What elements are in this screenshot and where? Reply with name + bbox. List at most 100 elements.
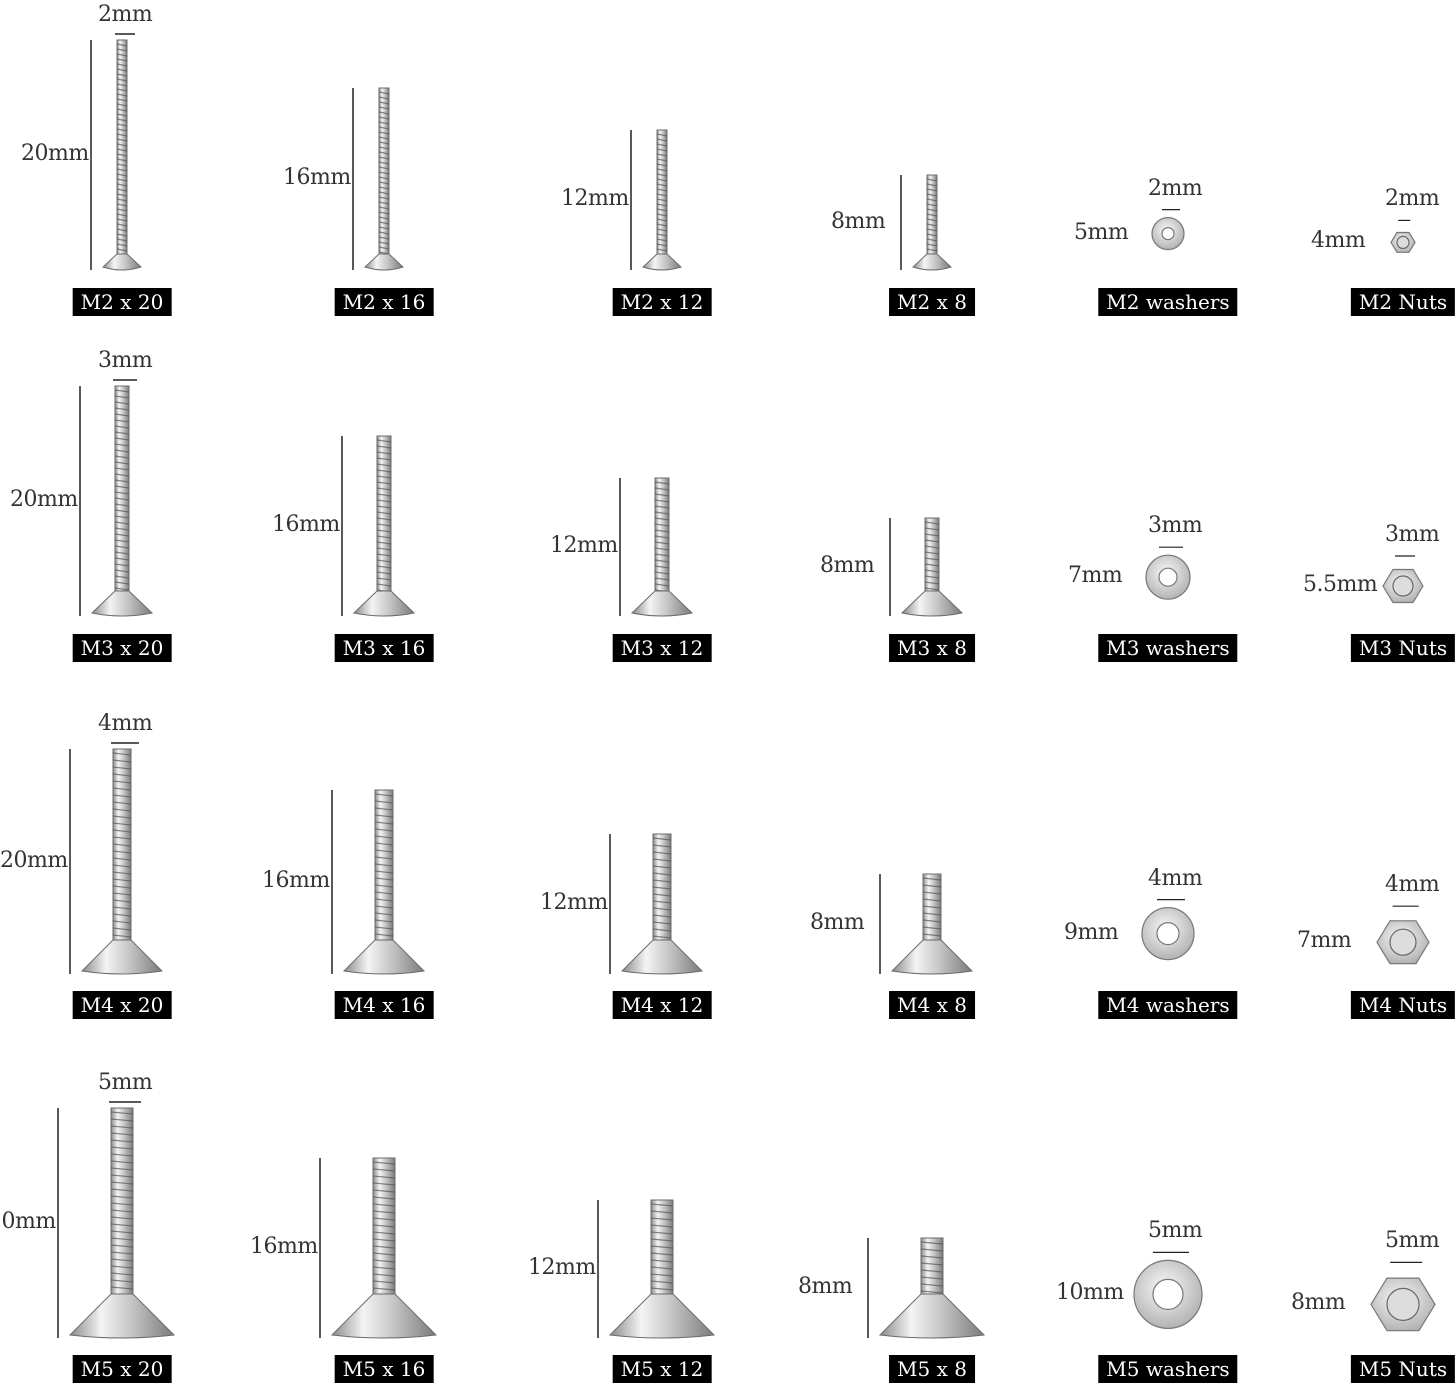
screw-shaft [114, 385, 130, 594]
screw-head [80, 939, 164, 975]
screw-0-2 [630, 129, 682, 271]
nut-thread-hole [1389, 928, 1417, 956]
inner-diameter-dimension: 4mm [1148, 865, 1203, 891]
washer-1-4 [1145, 546, 1191, 600]
nut-thread-hole [1392, 575, 1414, 597]
washer-label: M4 washers [1098, 991, 1238, 1019]
screw-1-3 [889, 517, 964, 617]
screw-2-0 [69, 742, 164, 975]
inner-size-dimension: 3mm [1385, 522, 1440, 547]
width-dimension: 2mm [98, 2, 153, 27]
screw-2-2 [609, 833, 704, 975]
screw-1-2 [619, 477, 694, 617]
screw-head [890, 939, 974, 975]
screw-head [912, 253, 952, 271]
screw-shaft [920, 1237, 944, 1297]
screw-label: M2 x 20 [72, 288, 172, 316]
washer-2-4 [1141, 898, 1195, 961]
outer-size-dimension: 8mm [1291, 1290, 1346, 1316]
screw-label: M5 x 16 [334, 1355, 434, 1383]
length-dimension: 20mm [10, 487, 78, 512]
washer-0-4 [1151, 209, 1185, 251]
screw-label: M4 x 8 [889, 991, 975, 1019]
length-dimension: 16mm [272, 512, 340, 537]
washer-label: M3 washers [1098, 634, 1238, 662]
screw-label: M5 x 20 [72, 1355, 172, 1383]
washer-3-4 [1133, 1251, 1203, 1330]
screw-label: M3 x 8 [889, 634, 975, 662]
inner-diameter-dimension: 2mm [1148, 175, 1203, 201]
inner-size-dimension: 4mm [1385, 872, 1440, 898]
nut-0-5 [1390, 219, 1416, 253]
nut-1-5 [1382, 555, 1424, 604]
screw-label: M3 x 12 [612, 634, 712, 662]
length-dimension: 16mm [262, 868, 330, 893]
nut-thread-hole [1386, 1287, 1420, 1322]
screw-head [900, 590, 964, 617]
screw-label: M2 x 8 [889, 288, 975, 316]
outer-diameter-dimension: 10mm [1056, 1280, 1124, 1306]
screw-label: M5 x 12 [612, 1355, 712, 1383]
screw-head [364, 253, 404, 271]
nut-label: M2 Nuts [1350, 288, 1456, 316]
washer-hole [1156, 921, 1180, 946]
screw-0-1 [352, 87, 404, 271]
length-dimension: 12mm [528, 1255, 596, 1280]
inner-diameter-dimension: 3mm [1148, 513, 1203, 539]
screw-label: M2 x 16 [334, 288, 434, 316]
screw-2-3 [879, 873, 974, 975]
screw-head [330, 1293, 438, 1339]
screw-head [878, 1293, 986, 1339]
length-dimension: 20mm [0, 847, 68, 873]
length-dimension: 20mm [0, 1209, 56, 1234]
screw-2-1 [331, 789, 426, 975]
outer-size-dimension: 5.5mm [1303, 572, 1378, 597]
length-dimension: 16mm [250, 1234, 318, 1259]
screw-head [620, 939, 704, 975]
screw-head [342, 939, 426, 975]
outer-diameter-dimension: 5mm [1074, 219, 1129, 245]
length-dimension: 12mm [561, 186, 629, 211]
washer-hole [1161, 227, 1175, 241]
nut-label: M3 Nuts [1350, 634, 1456, 662]
washer-label: M5 washers [1098, 1355, 1238, 1383]
screw-head [608, 1293, 716, 1339]
length-dimension: 8mm [831, 208, 886, 234]
screw-head [352, 590, 416, 617]
length-dimension: 8mm [810, 910, 865, 935]
screw-3-0 [57, 1101, 176, 1339]
length-dimension: 16mm [283, 165, 351, 190]
length-dimension: 8mm [798, 1274, 853, 1299]
screw-head [642, 253, 682, 271]
nut-thread-hole [1396, 235, 1410, 249]
width-dimension: 5mm [98, 1070, 153, 1095]
length-dimension: 20mm [21, 141, 89, 166]
nut-label: M4 Nuts [1350, 991, 1456, 1019]
length-dimension: 8mm [820, 553, 875, 578]
nut-3-5 [1370, 1261, 1436, 1332]
nut-label: M5 Nuts [1350, 1355, 1456, 1383]
length-dimension: 12mm [550, 533, 618, 558]
width-dimension: 3mm [98, 348, 153, 373]
screw-0-3 [900, 174, 952, 271]
screw-0-0 [90, 33, 142, 271]
length-dimension: 12mm [540, 890, 608, 915]
screw-head [90, 590, 154, 617]
screw-head [630, 590, 694, 617]
screw-3-2 [597, 1199, 716, 1339]
screw-label: M4 x 12 [612, 991, 712, 1019]
outer-diameter-dimension: 9mm [1064, 919, 1119, 945]
screw-3-1 [319, 1157, 438, 1339]
screw-3-3 [867, 1237, 986, 1339]
inner-diameter-dimension: 5mm [1148, 1218, 1203, 1244]
inner-size-dimension: 2mm [1385, 186, 1440, 212]
screw-head [68, 1293, 176, 1339]
outer-size-dimension: 4mm [1311, 228, 1366, 254]
screw-label: M3 x 20 [72, 634, 172, 662]
screw-label: M2 x 12 [612, 288, 712, 316]
screw-1-0 [79, 379, 154, 617]
screw-label: M4 x 16 [334, 991, 434, 1019]
washer-hole [1152, 1278, 1184, 1311]
